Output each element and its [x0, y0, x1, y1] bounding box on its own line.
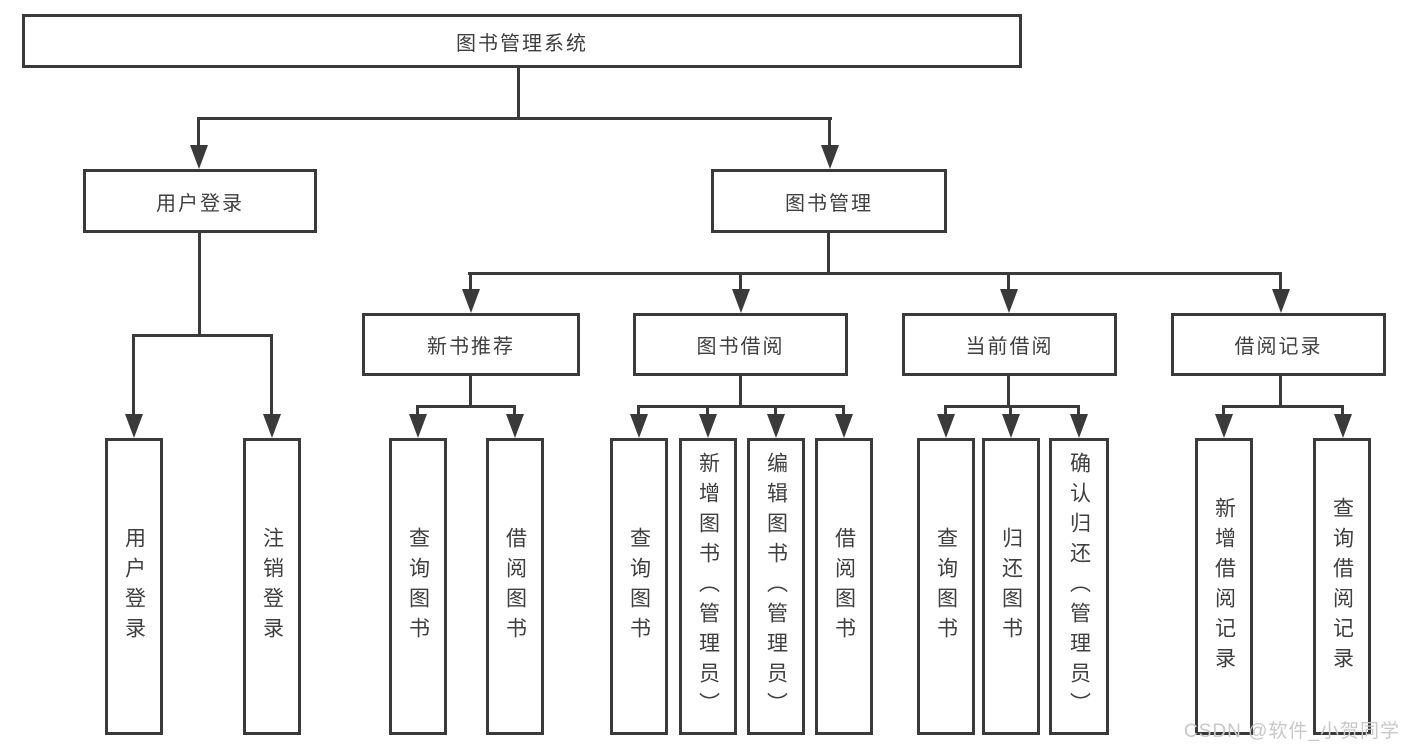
- arrow-down-icon: [462, 289, 480, 313]
- leaf-query-borrow-record: 查询借阅记录: [1313, 438, 1371, 735]
- node-label: 查询图书: [627, 526, 651, 647]
- node-current-borrow: 当前借阅: [902, 313, 1117, 376]
- arrow-down-icon: [409, 414, 427, 438]
- node-root: 图书管理系统: [22, 14, 1022, 68]
- node-label: 查询借阅记录: [1330, 496, 1354, 677]
- connector-line: [1007, 376, 1010, 407]
- node-label: 新增借阅记录: [1212, 496, 1236, 677]
- node-label: 查询图书: [934, 526, 958, 647]
- leaf-confirm-return-admin: 确认归还（管理员）: [1049, 438, 1109, 735]
- node-label: 查询图书: [406, 526, 430, 647]
- connector-line: [1222, 405, 1344, 408]
- connector-line: [1077, 405, 1080, 416]
- connector-line: [828, 117, 831, 149]
- arrow-down-icon: [937, 414, 955, 438]
- connector-line: [637, 405, 640, 416]
- arrow-down-icon: [190, 145, 208, 169]
- connector-line: [517, 68, 520, 120]
- node-new-book-recommend: 新书推荐: [362, 313, 580, 376]
- connector-line: [416, 405, 419, 416]
- node-label: 新增图书（管理员）: [696, 451, 720, 722]
- node-label: 当前借阅: [965, 336, 1054, 358]
- node-book-borrow: 图书借阅: [633, 313, 848, 376]
- arrow-down-icon: [1272, 289, 1290, 313]
- connector-line: [774, 405, 777, 416]
- node-label: 用户登录: [156, 192, 244, 215]
- connector-line: [842, 405, 845, 416]
- connector-line: [827, 233, 830, 275]
- connector-line: [1279, 272, 1282, 294]
- csdn-watermark: CSDN @软件_小贺同学: [1184, 721, 1400, 742]
- arrow-down-icon: [732, 289, 750, 313]
- connector-line: [1009, 405, 1012, 416]
- arrow-down-icon: [1070, 414, 1088, 438]
- connector-line: [739, 376, 742, 407]
- node-label: 借阅图书: [832, 526, 856, 647]
- connector-line: [944, 405, 1080, 408]
- arrow-down-icon: [506, 414, 524, 438]
- node-label: 编辑图书（管理员）: [764, 451, 788, 722]
- connector-line: [469, 376, 472, 407]
- connector-line: [197, 117, 200, 149]
- arrow-down-icon: [699, 414, 717, 438]
- node-label: 新书推荐: [427, 336, 515, 358]
- connector-line: [1007, 272, 1010, 294]
- arrow-down-icon: [835, 414, 853, 438]
- connector-line: [739, 272, 742, 294]
- arrow-down-icon: [1002, 414, 1020, 438]
- leaf-user-login: 用户登录: [105, 438, 163, 735]
- node-book-management: 图书管理: [711, 169, 947, 233]
- arrow-down-icon: [1215, 414, 1233, 438]
- node-label: 注销登录: [260, 526, 284, 647]
- connector-line: [1222, 405, 1225, 416]
- node-label: 图书借阅: [696, 336, 785, 358]
- arrow-down-icon: [630, 414, 648, 438]
- connector-line: [513, 405, 516, 416]
- arrow-down-icon: [263, 414, 281, 438]
- leaf-borrow-book: 借阅图书: [815, 438, 873, 735]
- connector-line: [132, 334, 273, 337]
- arrow-down-icon: [1000, 289, 1018, 313]
- node-label: 借阅记录: [1234, 336, 1323, 358]
- node-label: 图书管理系统: [456, 32, 588, 55]
- connector-line: [706, 405, 709, 416]
- node-label: 归还图书: [999, 526, 1023, 647]
- arrow-down-icon: [821, 145, 839, 169]
- connector-line: [468, 272, 1282, 275]
- connector-line: [132, 334, 135, 416]
- leaf-query-book-current: 查询图书: [917, 438, 975, 735]
- node-label: 图书管理: [785, 192, 873, 215]
- leaf-query-book-borrow: 查询图书: [610, 438, 668, 735]
- connector-line: [1341, 405, 1344, 416]
- connector-line: [197, 117, 832, 120]
- node-label: 借阅图书: [503, 526, 527, 647]
- arrow-down-icon: [125, 414, 143, 438]
- connector-line: [198, 233, 201, 337]
- leaf-edit-book-admin: 编辑图书（管理员）: [747, 438, 805, 735]
- connector-line: [1279, 376, 1282, 407]
- leaf-return-book: 归还图书: [982, 438, 1040, 735]
- node-label: 确认归还（管理员）: [1067, 451, 1091, 722]
- connector-line: [944, 405, 947, 416]
- node-label: 用户登录: [122, 526, 146, 647]
- connector-line: [416, 405, 516, 408]
- arrow-down-icon: [1334, 414, 1352, 438]
- leaf-borrow-book-recommend: 借阅图书: [486, 438, 544, 735]
- leaf-add-borrow-record: 新增借阅记录: [1195, 438, 1253, 735]
- leaf-add-book-admin: 新增图书（管理员）: [679, 438, 737, 735]
- connector-line: [469, 272, 472, 294]
- leaf-query-book-recommend: 查询图书: [389, 438, 447, 735]
- arrow-down-icon: [767, 414, 785, 438]
- connector-line: [637, 405, 845, 408]
- connector-line: [270, 334, 273, 416]
- leaf-logout: 注销登录: [243, 438, 301, 735]
- node-user-login: 用户登录: [83, 169, 317, 233]
- node-borrow-records: 借阅记录: [1171, 313, 1386, 376]
